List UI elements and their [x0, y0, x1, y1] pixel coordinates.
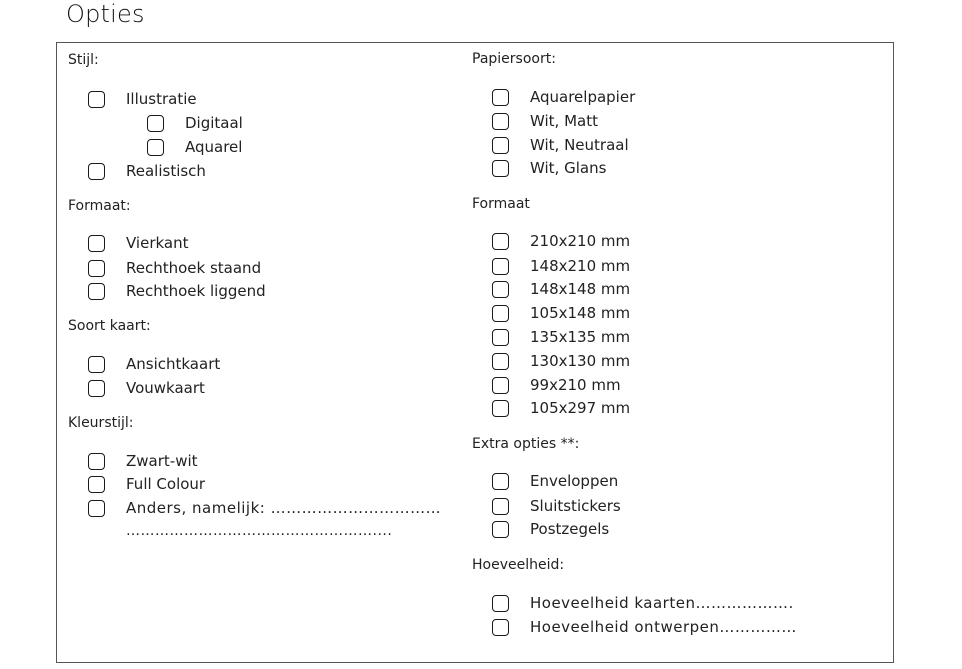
option-wit-matt[interactable]: Wit, Matt: [492, 111, 598, 131]
option-label: Anders, namelijk: ……………………………: [126, 499, 442, 517]
option-label: Zwart-wit: [126, 452, 198, 470]
checkbox[interactable]: [492, 520, 509, 538]
option-label: Aquarel: [185, 138, 243, 156]
option-realistisch[interactable]: Realistisch: [88, 161, 206, 181]
option-label: Hoeveelheid kaarten……………….: [530, 594, 794, 612]
option-label: Full Colour: [126, 475, 206, 493]
checkbox[interactable]: [492, 232, 509, 250]
section-heading-extra-opties: Extra opties **:: [472, 436, 580, 452]
option-label: 135x135 mm: [530, 328, 631, 346]
option-vierkant[interactable]: Vierkant: [88, 233, 189, 253]
section-heading-kleurstijl: Kleurstijl:: [68, 415, 134, 431]
option-label: 99x210 mm: [530, 376, 621, 394]
page-title: Opties: [66, 0, 145, 28]
option-label: 130x130 mm: [530, 352, 631, 370]
checkbox[interactable]: [492, 328, 509, 346]
option-aquarel[interactable]: Aquarel: [147, 137, 242, 157]
option-label: Hoeveelheid ontwerpen……………: [530, 618, 797, 636]
section-heading-stijl: Stijl:: [68, 52, 99, 68]
option-label: Realistisch: [126, 162, 206, 180]
option-hoeveelheid-ontwerpen[interactable]: Hoeveelheid ontwerpen……………: [492, 617, 797, 637]
section-heading-soort-kaart: Soort kaart:: [68, 318, 151, 334]
option-label: Wit, Matt: [530, 112, 598, 130]
checkbox[interactable]: [147, 138, 164, 156]
section-heading-papiersoort: Papiersoort:: [472, 51, 556, 67]
option-vouwkaart[interactable]: Vouwkaart: [88, 378, 205, 398]
option-ansichtkaart[interactable]: Ansichtkaart: [88, 354, 220, 374]
option-label: 148x148 mm: [530, 280, 631, 298]
option-label: 148x210 mm: [530, 257, 631, 275]
section-heading-hoeveelheid: Hoeveelheid:: [472, 557, 565, 573]
checkbox[interactable]: [88, 259, 105, 277]
checkbox[interactable]: [492, 88, 509, 106]
checkbox[interactable]: [492, 304, 509, 322]
option-130x130[interactable]: 130x130 mm: [492, 351, 630, 371]
option-210x210[interactable]: 210x210 mm: [492, 231, 630, 251]
checkbox[interactable]: [88, 452, 105, 470]
option-rechthoek-staand[interactable]: Rechthoek staand: [88, 258, 261, 278]
checkbox[interactable]: [492, 159, 509, 177]
option-label: Aquarelpapier: [530, 88, 636, 106]
option-148x148[interactable]: 148x148 mm: [492, 279, 630, 299]
option-label: Enveloppen: [530, 472, 619, 490]
checkbox[interactable]: [88, 379, 105, 397]
checkbox[interactable]: [88, 90, 105, 108]
option-105x148[interactable]: 105x148 mm: [492, 303, 630, 323]
option-label: Postzegels: [530, 520, 610, 538]
checkbox[interactable]: [492, 136, 509, 154]
option-label: Ansichtkaart: [126, 355, 221, 373]
anders-write-line[interactable]: ……………………………………………....: [126, 523, 393, 539]
section-heading-formaat-mm: Formaat: [472, 196, 530, 212]
checkbox[interactable]: [88, 162, 105, 180]
option-sluitstickers[interactable]: Sluitstickers: [492, 496, 621, 516]
checkbox[interactable]: [492, 376, 509, 394]
checkbox[interactable]: [88, 234, 105, 252]
option-label: Vouwkaart: [126, 379, 205, 397]
option-label: Wit, Glans: [530, 159, 607, 177]
option-99x210[interactable]: 99x210 mm: [492, 375, 621, 395]
checkbox[interactable]: [492, 280, 509, 298]
option-105x297[interactable]: 105x297 mm: [492, 398, 630, 418]
option-label: 105x297 mm: [530, 399, 631, 417]
option-148x210[interactable]: 148x210 mm: [492, 256, 630, 276]
option-wit-glans[interactable]: Wit, Glans: [492, 158, 606, 178]
option-aquarelpapier[interactable]: Aquarelpapier: [492, 87, 635, 107]
checkbox[interactable]: [492, 257, 509, 275]
checkbox[interactable]: [88, 355, 105, 373]
checkbox[interactable]: [492, 618, 509, 636]
option-rechthoek-liggend[interactable]: Rechthoek liggend: [88, 281, 266, 301]
checkbox[interactable]: [492, 112, 509, 130]
option-digitaal[interactable]: Digitaal: [147, 113, 243, 133]
option-label: Digitaal: [185, 114, 243, 132]
option-label: Wit, Neutraal: [530, 136, 629, 154]
option-135x135[interactable]: 135x135 mm: [492, 327, 630, 347]
option-wit-neutraal[interactable]: Wit, Neutraal: [492, 135, 629, 155]
option-postzegels[interactable]: Postzegels: [492, 519, 609, 539]
option-enveloppen[interactable]: Enveloppen: [492, 471, 618, 491]
option-label: Rechthoek staand: [126, 259, 262, 277]
checkbox[interactable]: [492, 497, 509, 515]
option-label: 210x210 mm: [530, 232, 631, 250]
option-illustratie[interactable]: Illustratie: [88, 89, 197, 109]
option-label: Vierkant: [126, 234, 189, 252]
option-label: Illustratie: [126, 90, 197, 108]
checkbox[interactable]: [492, 352, 509, 370]
option-label: Sluitstickers: [530, 497, 621, 515]
option-label: 105x148 mm: [530, 304, 631, 322]
section-heading-formaat: Formaat:: [68, 198, 131, 214]
checkbox[interactable]: [88, 475, 105, 493]
checkbox[interactable]: [492, 399, 509, 417]
checkbox[interactable]: [88, 282, 105, 300]
checkbox[interactable]: [88, 499, 105, 517]
checkbox[interactable]: [147, 114, 164, 132]
checkbox[interactable]: [492, 472, 509, 490]
option-anders[interactable]: Anders, namelijk: ……………………………: [88, 498, 441, 518]
checkbox[interactable]: [492, 594, 509, 612]
option-full-colour[interactable]: Full Colour: [88, 474, 205, 494]
options-frame: [56, 42, 894, 663]
option-hoeveelheid-kaarten[interactable]: Hoeveelheid kaarten……………….: [492, 593, 794, 613]
option-label: Rechthoek liggend: [126, 282, 266, 300]
option-zwart-wit[interactable]: Zwart-wit: [88, 451, 198, 471]
